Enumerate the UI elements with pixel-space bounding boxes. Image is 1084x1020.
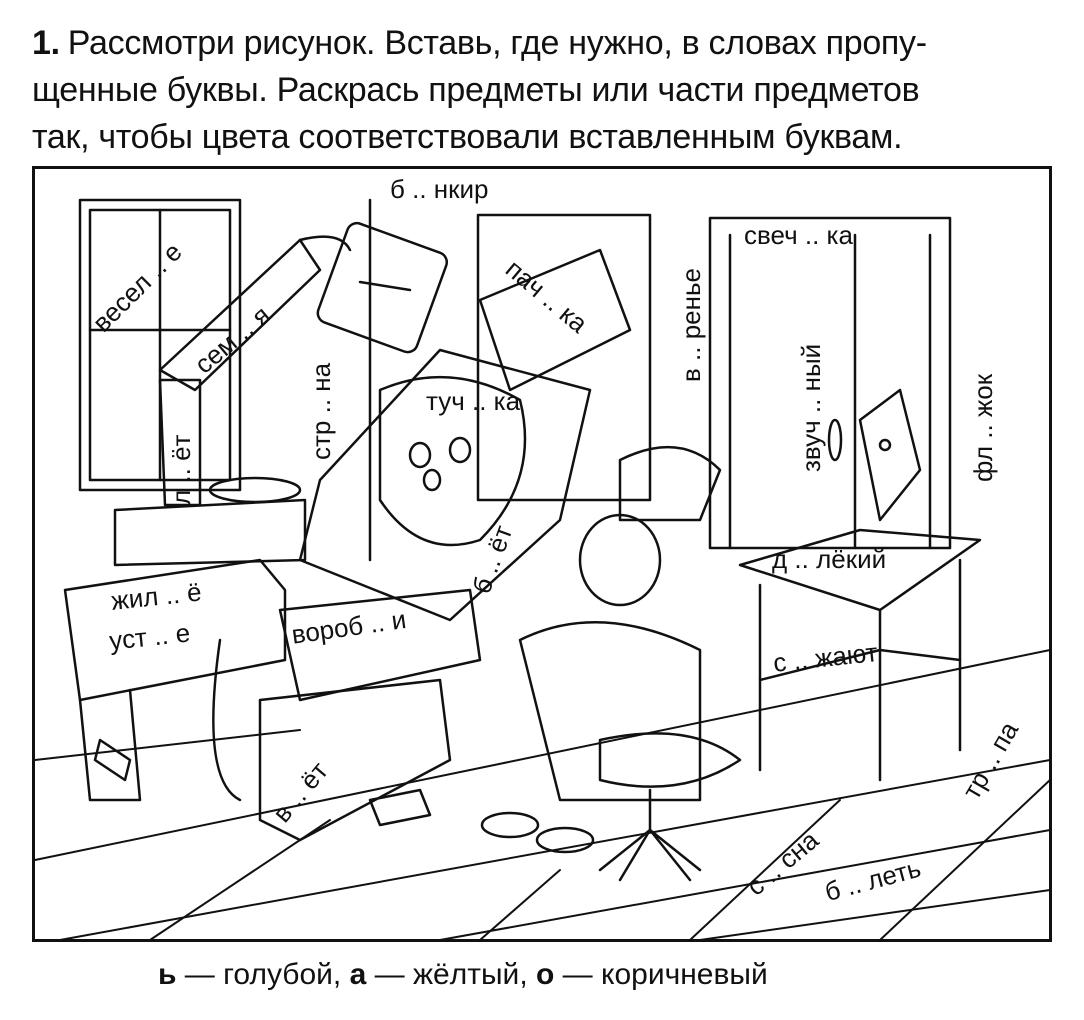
stool	[598, 732, 742, 882]
word-label: звуч .. ный	[796, 343, 826, 472]
door	[708, 216, 952, 550]
legend-dash: —	[184, 958, 215, 991]
legend-letter: а	[349, 958, 367, 991]
task-number: 1.	[32, 24, 60, 62]
word-label: л .. ёт	[166, 434, 196, 505]
word-label: стр .. на	[306, 362, 336, 460]
sink-cabinet	[113, 476, 307, 567]
legend-color: коричневый	[601, 958, 768, 991]
word-label: уст .. е	[107, 617, 192, 656]
color-legend: ь — голубой, а — жёлтый, о — коричневый	[158, 958, 768, 991]
word-label: в .. ренье	[676, 268, 706, 382]
word-label: туч .. ка	[426, 386, 521, 416]
word-label: свеч .. ка	[744, 220, 853, 250]
illustration-frame	[32, 166, 1052, 942]
legend-color: жёлтый	[412, 958, 520, 991]
legend-letter: ь	[158, 958, 177, 991]
instrument-table	[738, 528, 982, 782]
legend-color: голубой	[223, 958, 333, 991]
dentist	[480, 445, 722, 854]
patient	[378, 375, 527, 547]
task-line-3: так, чтобы цвета соответствовали вставле…	[32, 118, 903, 156]
dental-unit	[63, 558, 287, 802]
poster	[476, 213, 652, 502]
legend-dash: —	[562, 958, 593, 991]
word-label: фл .. жок	[968, 373, 998, 482]
window	[78, 198, 242, 492]
legend-letter: о	[536, 958, 555, 991]
legend-dash: —	[374, 958, 405, 991]
dental-chair	[258, 248, 632, 842]
task-text: 1.Рассмотри рисунок. Вставь, где нужно, …	[32, 20, 1062, 161]
floor-tiles	[34, 649, 1051, 941]
onlooker	[858, 388, 922, 522]
task-line-1: 1.Рассмотри рисунок. Вставь, где нужно, …	[32, 24, 927, 62]
task-line-2: щенные буквы. Раскрась предметы или част…	[32, 71, 920, 109]
word-label: д .. лёкий	[772, 544, 887, 574]
word-label: б .. нкир	[390, 174, 489, 204]
dental-lamp	[158, 221, 449, 507]
